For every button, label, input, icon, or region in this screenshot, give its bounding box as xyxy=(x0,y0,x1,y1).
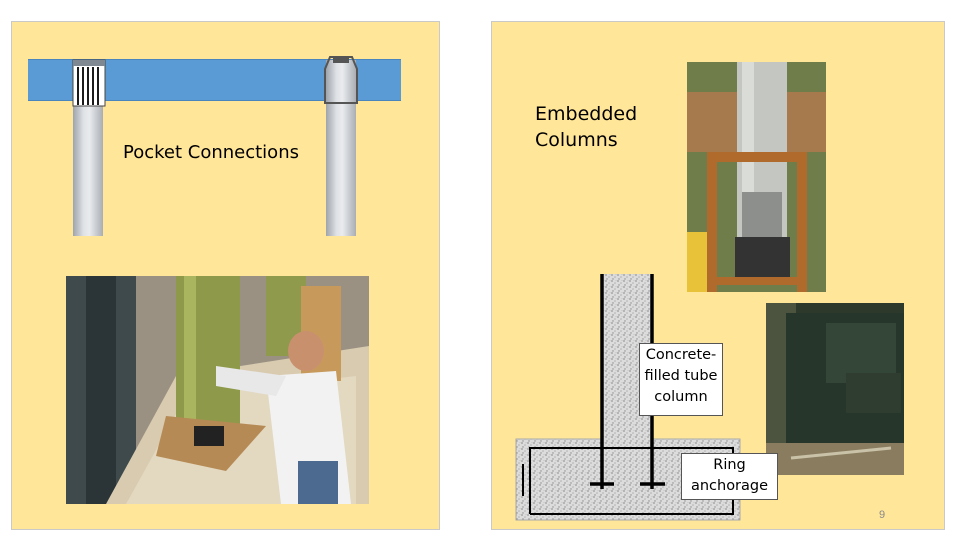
page-number: 9 xyxy=(879,509,886,521)
right-column xyxy=(326,60,356,236)
ring-anchorage-photo xyxy=(766,303,904,475)
embedded-columns-title: Embedded Columns xyxy=(535,101,637,153)
callout-column-line-3: column xyxy=(654,389,708,405)
callout-column-line-2: filled tube xyxy=(644,368,718,384)
pocket-detail-left xyxy=(72,59,106,107)
callout-ring-line-1: Ring xyxy=(713,457,746,473)
pocket-connections-label: Pocket Connections xyxy=(123,142,299,163)
concrete-filled-tube-callout: Concrete- filled tube column xyxy=(639,343,723,416)
callout-column-line-1: Concrete- xyxy=(645,347,717,363)
embedded-column-photo xyxy=(687,62,826,292)
callout-ring-line-2: anchorage xyxy=(690,478,769,494)
title-line-1: Embedded xyxy=(535,103,638,125)
title-line-2: Columns xyxy=(535,129,618,151)
pocket-detail-right xyxy=(324,56,358,104)
ring-anchorage-callout: Ring anchorage xyxy=(681,453,778,500)
pocket-connection-photo xyxy=(66,276,369,504)
